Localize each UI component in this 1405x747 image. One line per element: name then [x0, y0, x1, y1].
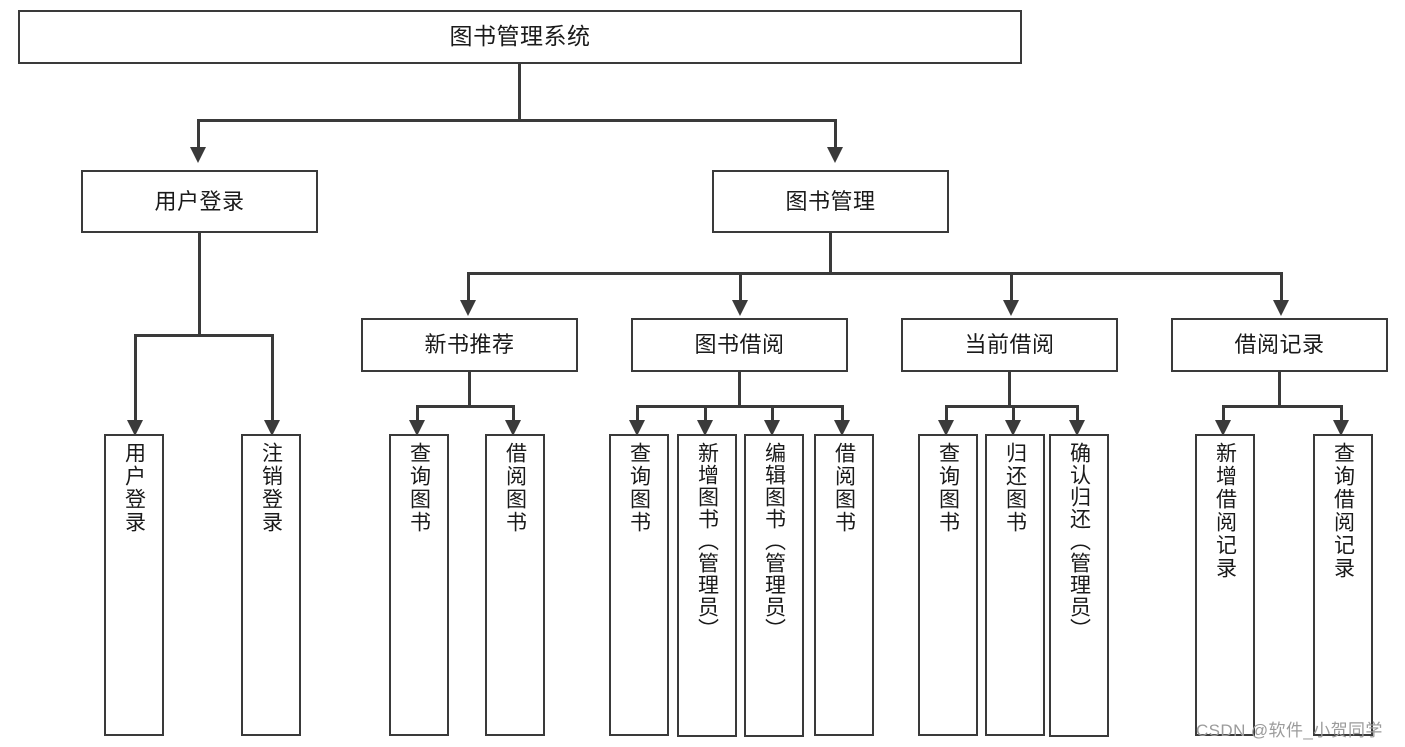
edge-br-bus [1222, 405, 1343, 408]
edge-bb-drop-3 [771, 405, 774, 420]
arrowhead-current-borrow [1003, 300, 1019, 316]
node-leaf-confirm-return[interactable]: 确认归还（管理员） [1049, 434, 1109, 737]
node-label: 图书管理系统 [449, 23, 591, 50]
edge-book-manage-drop-1 [467, 272, 470, 300]
node-label: 图书借阅 [694, 332, 785, 358]
node-user-login[interactable]: 用户登录 [81, 170, 318, 233]
edge-root-stem [518, 64, 521, 119]
node-book-manage[interactable]: 图书管理 [712, 170, 949, 233]
edge-nbr-drop-2 [512, 405, 515, 420]
node-label: 图书管理 [785, 188, 876, 214]
node-label: 归还图书 [1003, 442, 1027, 534]
arrowhead-leaf-borrow-book-1 [505, 420, 521, 436]
edge-book-manage-bus [467, 272, 1283, 275]
node-leaf-return-book[interactable]: 归还图书 [985, 434, 1045, 736]
node-label: 新增借阅记录 [1213, 442, 1237, 580]
arrowhead-book-manage [827, 147, 843, 163]
edge-br-drop-1 [1222, 405, 1225, 420]
node-book-borrow[interactable]: 图书借阅 [631, 318, 848, 372]
edge-book-manage-drop-4 [1280, 272, 1283, 300]
edge-cb-drop-3 [1076, 405, 1079, 420]
arrowhead-leaf-query-record [1333, 420, 1349, 436]
arrowhead-leaf-confirm-return [1069, 420, 1085, 436]
node-label: 确认归还（管理员） [1067, 442, 1091, 640]
arrowhead-leaf-query-book-3 [938, 420, 954, 436]
edge-cb-bus [945, 405, 1078, 408]
edge-nbr-bus [416, 405, 515, 408]
node-leaf-borrow-book-1[interactable]: 借阅图书 [485, 434, 545, 736]
node-label: 编辑图书（管理员） [762, 442, 786, 640]
edge-book-manage-drop-2 [739, 272, 742, 300]
edge-book-manage-stem [829, 233, 832, 272]
edge-user-login-bus [134, 334, 273, 337]
node-label: 用户登录 [122, 442, 146, 534]
edge-bb-bus [636, 405, 844, 408]
node-label: 用户登录 [154, 188, 245, 214]
node-leaf-borrow-book-2[interactable]: 借阅图书 [814, 434, 874, 736]
node-leaf-user-logout[interactable]: 注销登录 [241, 434, 301, 736]
edge-user-login-stem [198, 233, 201, 334]
edge-cb-stem [1008, 372, 1011, 405]
edge-bb-drop-2 [704, 405, 707, 420]
edge-book-manage-drop-3 [1010, 272, 1013, 300]
node-label: 注销登录 [259, 442, 283, 534]
edge-to-book-manage [834, 119, 837, 147]
node-label: 借阅图书 [832, 442, 856, 534]
edge-user-login-drop-1 [134, 334, 137, 420]
node-root-system[interactable]: 图书管理系统 [18, 10, 1022, 64]
node-label: 查询图书 [627, 442, 651, 534]
edge-to-user-login [197, 119, 200, 147]
arrowhead-borrow-record [1273, 300, 1289, 316]
node-label: 新书推荐 [424, 332, 515, 358]
node-borrow-record[interactable]: 借阅记录 [1171, 318, 1388, 372]
edge-user-login-drop-2 [271, 334, 274, 420]
node-leaf-query-book-2[interactable]: 查询图书 [609, 434, 669, 736]
node-leaf-edit-book[interactable]: 编辑图书（管理员） [744, 434, 804, 737]
edge-cb-drop-2 [1012, 405, 1015, 420]
node-label: 查询借阅记录 [1331, 442, 1355, 580]
node-label: 查询图书 [936, 442, 960, 534]
node-label: 借阅图书 [503, 442, 527, 534]
edge-bb-stem [738, 372, 741, 405]
node-leaf-user-login[interactable]: 用户登录 [104, 434, 164, 736]
edge-br-stem [1278, 372, 1281, 405]
arrowhead-leaf-query-book-1 [409, 420, 425, 436]
node-current-borrow[interactable]: 当前借阅 [901, 318, 1118, 372]
node-leaf-add-book[interactable]: 新增图书（管理员） [677, 434, 737, 737]
node-leaf-query-book-3[interactable]: 查询图书 [918, 434, 978, 736]
arrowhead-leaf-user-logout [264, 420, 280, 436]
arrowhead-leaf-borrow-book-2 [834, 420, 850, 436]
node-leaf-query-record[interactable]: 查询借阅记录 [1313, 434, 1373, 736]
arrowhead-new-book-recommend [460, 300, 476, 316]
node-label: 新增图书（管理员） [695, 442, 719, 640]
edge-bb-drop-1 [636, 405, 639, 420]
edge-bb-drop-4 [841, 405, 844, 420]
node-leaf-query-book-1[interactable]: 查询图书 [389, 434, 449, 736]
node-label: 借阅记录 [1234, 332, 1325, 358]
watermark-text: CSDN @软件_小贺同学 [1196, 721, 1383, 740]
edge-nbr-stem [468, 372, 471, 405]
node-label: 当前借阅 [964, 332, 1055, 358]
node-label: 查询图书 [407, 442, 431, 534]
arrowhead-leaf-return-book [1005, 420, 1021, 436]
node-new-book-recommend[interactable]: 新书推荐 [361, 318, 578, 372]
arrowhead-leaf-add-record [1215, 420, 1231, 436]
arrowhead-leaf-edit-book [764, 420, 780, 436]
edge-root-bus [197, 119, 837, 122]
edge-cb-drop-1 [945, 405, 948, 420]
edge-nbr-drop-1 [416, 405, 419, 420]
arrowhead-leaf-user-login [127, 420, 143, 436]
arrowhead-user-login [190, 147, 206, 163]
arrowhead-leaf-add-book [697, 420, 713, 436]
arrowhead-book-borrow [732, 300, 748, 316]
edge-br-drop-2 [1340, 405, 1343, 420]
arrowhead-leaf-query-book-2 [629, 420, 645, 436]
node-leaf-add-record[interactable]: 新增借阅记录 [1195, 434, 1255, 736]
